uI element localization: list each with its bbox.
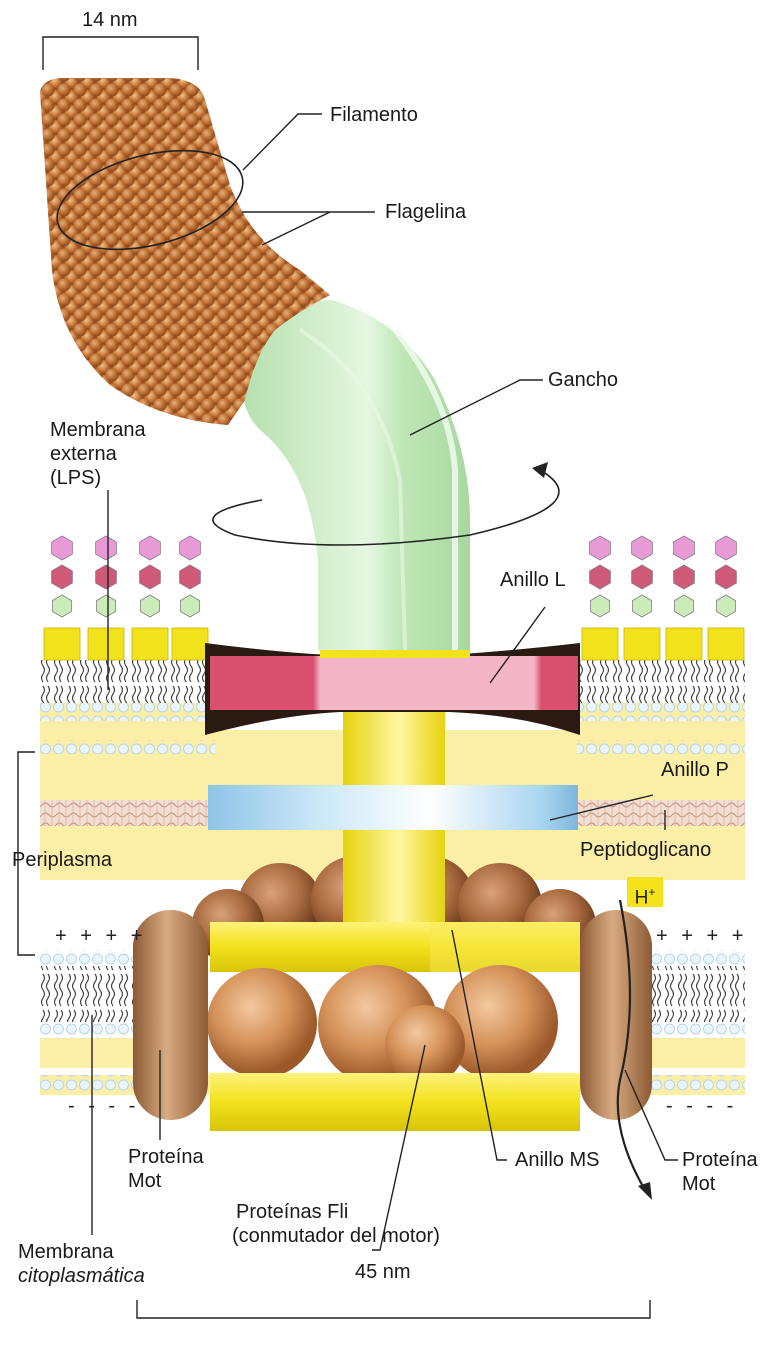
charge-plus-left: + + + +	[55, 925, 146, 948]
charge-plus-right: + + + +	[656, 925, 747, 948]
lps-sugar-hexagon	[140, 536, 161, 560]
lps-left	[44, 536, 208, 660]
membrana-externa-line2: externa	[50, 442, 146, 466]
lps-sugar-hexagon	[96, 536, 117, 560]
mot-protein-right	[580, 910, 652, 1120]
rod-upper	[343, 710, 445, 790]
membrana-externa-label: Membrana externa (LPS)	[50, 418, 146, 490]
lps-sugar-hexagon	[717, 595, 736, 617]
h-plus-badge: H+	[627, 877, 663, 907]
lps-right	[582, 536, 744, 660]
anillo-ms-label: Anillo MS	[515, 1148, 599, 1172]
lps-sugar-hexagon	[674, 536, 695, 560]
membrana-citoplasmatica-label: Membrana citoplasmática	[18, 1240, 145, 1288]
lps-sugar-hexagon	[591, 595, 610, 617]
lps-core-block	[624, 628, 660, 660]
lps-core-block	[44, 628, 80, 660]
l-ring	[210, 656, 578, 710]
rod-lower	[343, 830, 445, 925]
fli-proteins-balls	[207, 965, 558, 1085]
hook	[242, 300, 470, 650]
lps-core-block	[172, 628, 208, 660]
peptidoglycan-right	[578, 800, 745, 826]
proteina-mot-left-label: Proteína Mot	[128, 1145, 204, 1193]
lps-core-block	[708, 628, 744, 660]
lps-sugar-hexagon	[674, 565, 695, 589]
lps-sugar-hexagon	[52, 536, 73, 560]
membrana-externa-line3: (LPS)	[50, 466, 146, 490]
lps-sugar-hexagon	[632, 565, 653, 589]
lps-sugar-hexagon	[590, 565, 611, 589]
lps-sugar-hexagon	[140, 565, 161, 589]
charge-minus-right: - - - -	[666, 1095, 737, 1118]
scale-top-label: 14 nm	[82, 8, 138, 32]
lps-sugar-hexagon	[675, 595, 694, 617]
charge-minus-left: - - - -	[68, 1095, 139, 1118]
flagelina-label: Flagelina	[385, 200, 466, 224]
c-ring-lower-bar	[210, 1073, 580, 1131]
lps-sugar-hexagon	[96, 565, 117, 589]
lps-core-block	[88, 628, 124, 660]
peptidoglicano-label: Peptidoglicano	[580, 838, 711, 862]
gancho-label: Gancho	[548, 368, 618, 392]
anillo-p-label: Anillo P	[661, 758, 729, 782]
lps-sugar-hexagon	[141, 595, 160, 617]
proteinas-fli-label: Proteínas Fli (conmutador del motor)	[232, 1200, 440, 1248]
proteina-mot-right-label: Proteína Mot	[682, 1148, 758, 1196]
lps-sugar-hexagon	[97, 595, 116, 617]
lps-sugar-hexagon	[53, 595, 72, 617]
peptidoglycan-left	[40, 800, 210, 826]
lps-sugar-hexagon	[590, 536, 611, 560]
lps-sugar-hexagon	[632, 536, 653, 560]
lps-sugar-hexagon	[180, 536, 201, 560]
anillo-l-label: Anillo L	[500, 568, 566, 592]
lps-core-block	[132, 628, 168, 660]
p-ring	[208, 785, 578, 830]
lps-sugar-hexagon	[52, 565, 73, 589]
scale-bottom-label: 45 nm	[355, 1260, 411, 1284]
lps-core-block	[582, 628, 618, 660]
lps-sugar-hexagon	[181, 595, 200, 617]
lps-sugar-hexagon	[633, 595, 652, 617]
periplasma-label: Periplasma	[12, 848, 112, 872]
lps-sugar-hexagon	[716, 565, 737, 589]
membrana-externa-line1: Membrana	[50, 418, 146, 442]
lps-sugar-hexagon	[180, 565, 201, 589]
lps-sugar-hexagon	[716, 536, 737, 560]
filamento-label: Filamento	[330, 103, 418, 127]
lps-core-block	[666, 628, 702, 660]
